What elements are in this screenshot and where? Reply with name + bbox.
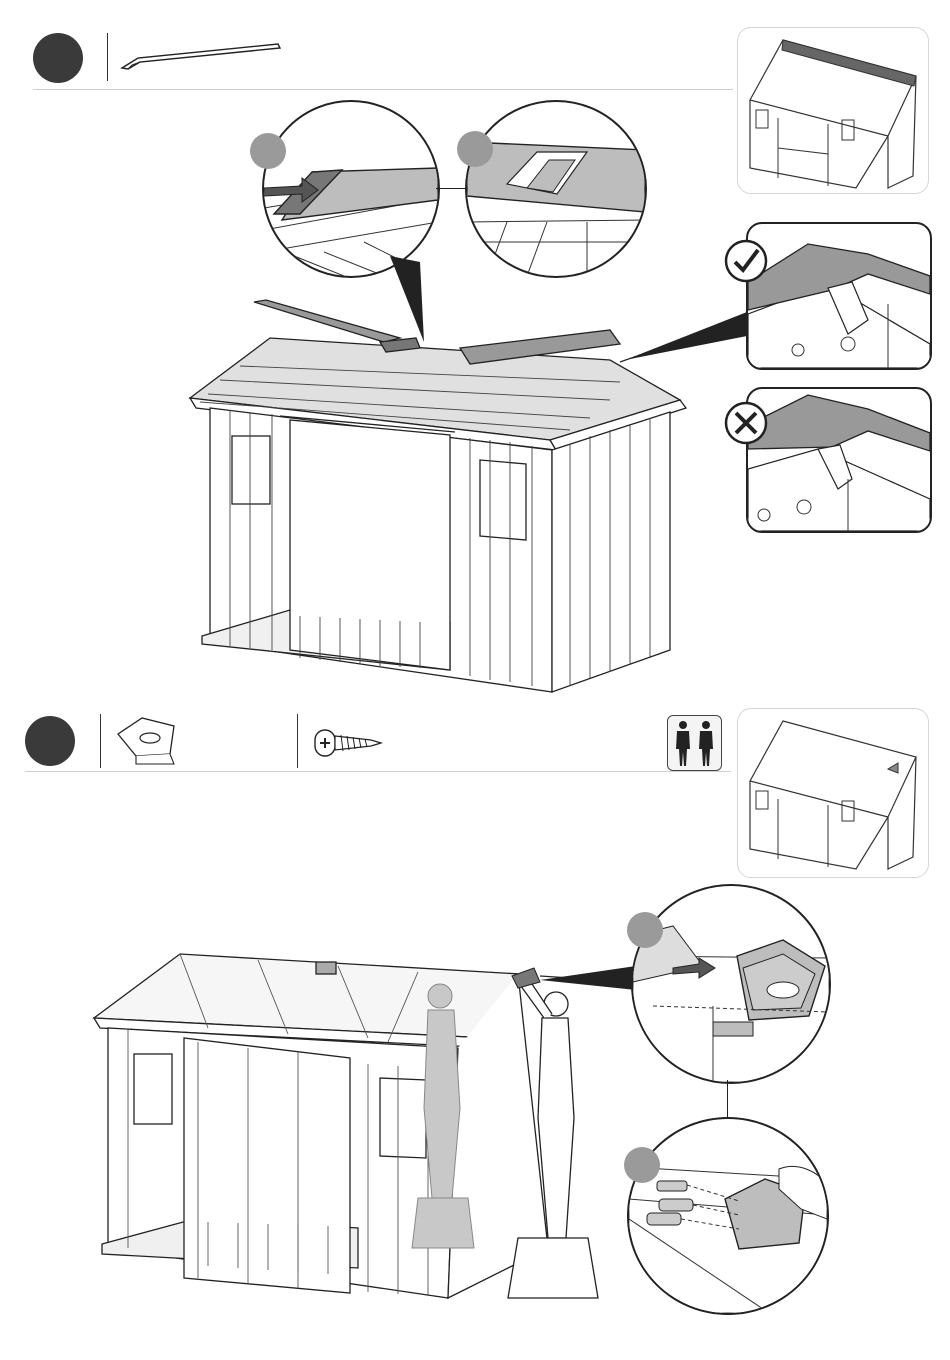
correct-check-icon [723, 238, 769, 284]
end-cap-slide-detail [631, 884, 831, 1084]
two-persons-icon [667, 715, 722, 771]
incorrect-installation-detail [746, 387, 932, 533]
step-b-overview-thumbnail [737, 708, 929, 878]
step-number-circle-a [33, 33, 83, 83]
magnifier-connector [436, 188, 466, 189]
magnifier-link-line [727, 1080, 728, 1118]
step-b-header-divider-1 [100, 714, 101, 768]
callout-pointer [625, 300, 750, 370]
step-b-header-line [25, 771, 731, 772]
end-cap-screw-detail [627, 1117, 829, 1315]
sub-step-marker-1 [250, 133, 286, 169]
sub-step-marker-3 [627, 912, 663, 948]
roof-ridge-cap-part-icon [118, 38, 283, 74]
sub-step-marker-4 [624, 1147, 660, 1183]
shed-illustration-a [180, 290, 700, 700]
screw-part-icon [313, 726, 383, 760]
gable-end-cap-part-icon [112, 712, 184, 768]
step-number-circle-b [25, 716, 75, 766]
step-a-header-divider [107, 33, 108, 81]
incorrect-cross-icon [723, 400, 769, 446]
sub-step-marker-2 [457, 131, 493, 167]
step-a-header-line [33, 89, 733, 90]
magnifier-pointer-b [540, 962, 640, 1002]
shed-illustration-b [88, 948, 608, 1310]
correct-installation-detail [746, 222, 932, 370]
step-a-overview-thumbnail [737, 27, 929, 194]
step-b-header-divider-2 [297, 714, 298, 768]
slot-alignment-detail [465, 100, 647, 278]
